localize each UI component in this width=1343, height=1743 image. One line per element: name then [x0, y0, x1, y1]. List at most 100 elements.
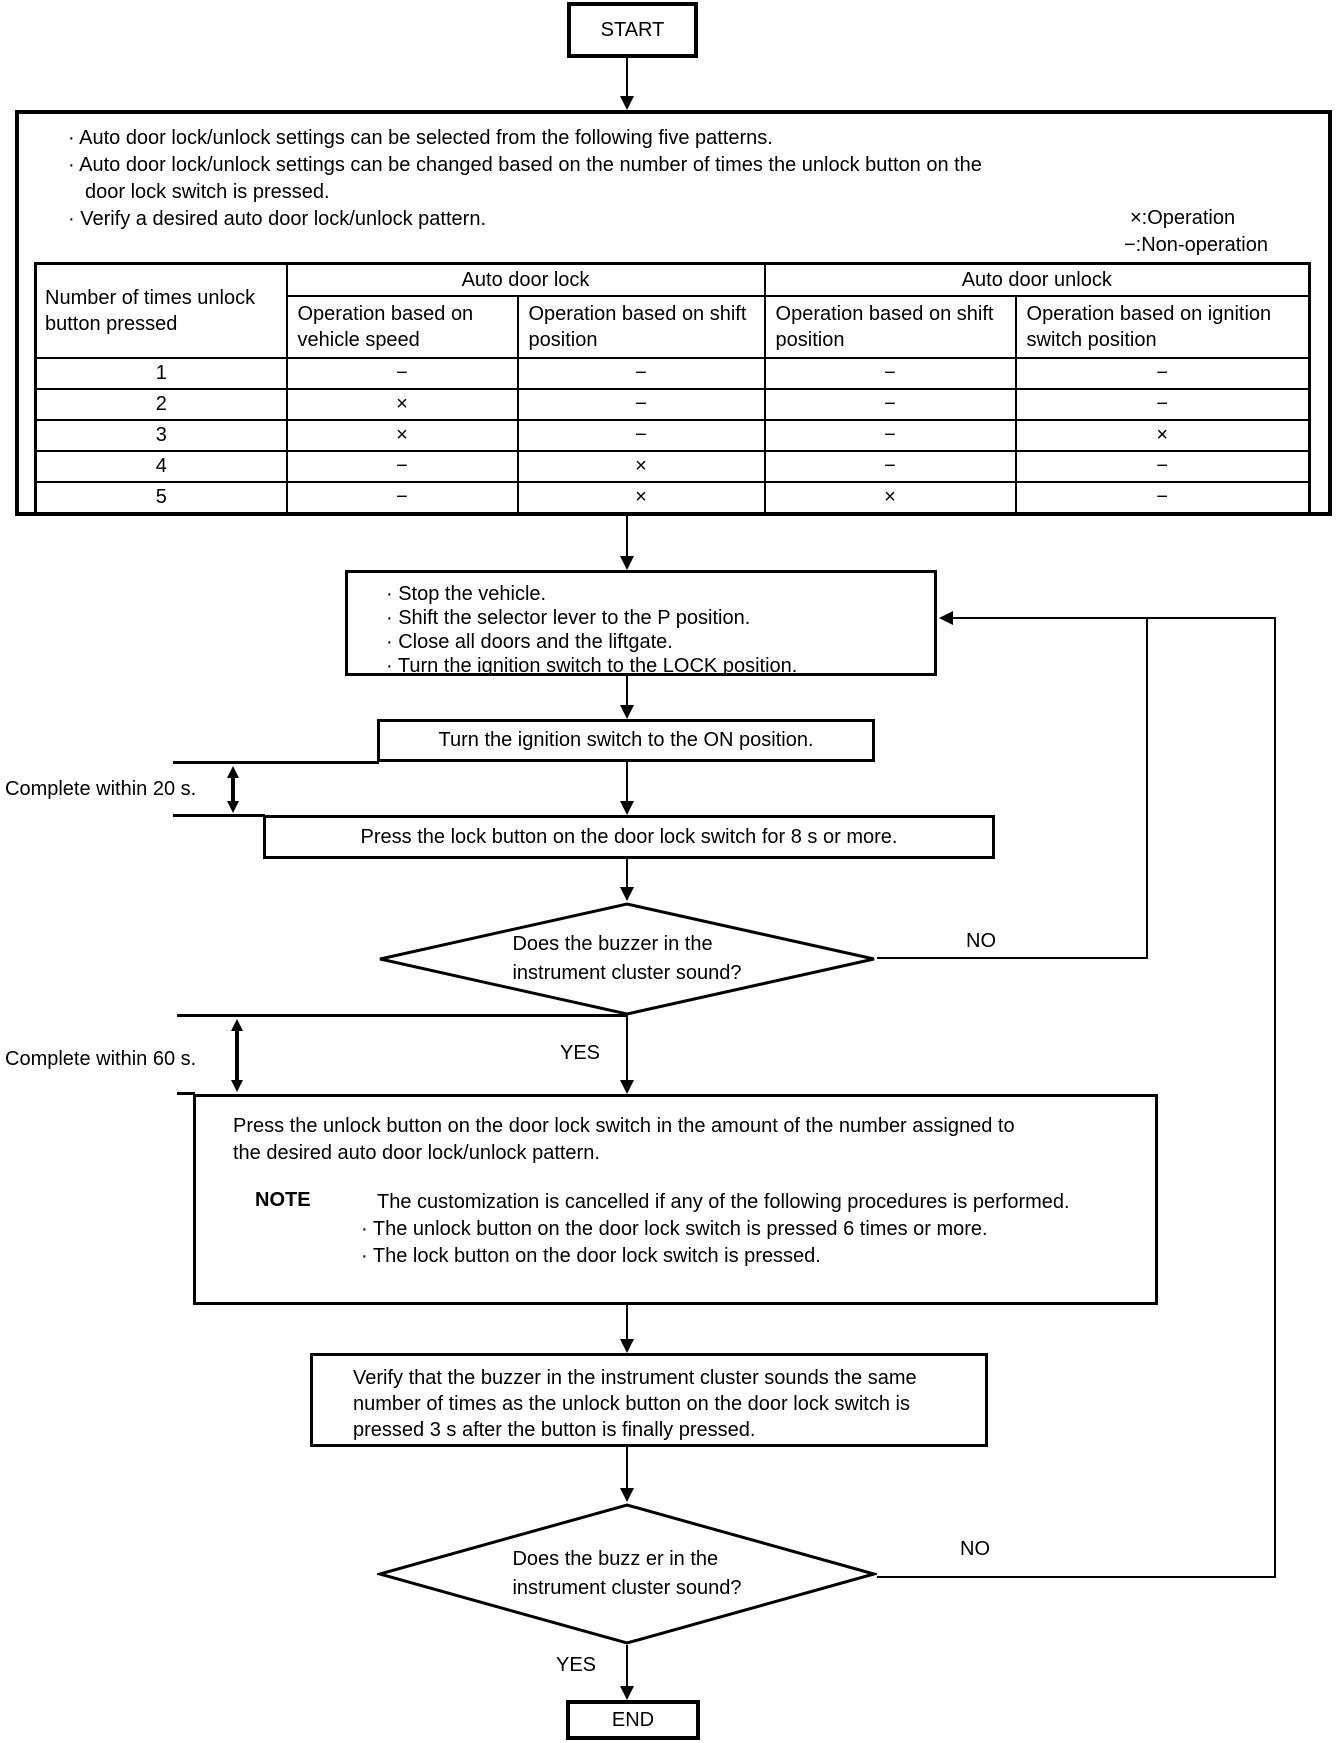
press-unlock-note-box: Press the unlock button on the door lock…: [193, 1094, 1158, 1305]
arrow-up-icon: [231, 1019, 243, 1031]
table-sub-header: Operation based on ignition switch posit…: [1014, 295, 1311, 359]
connector-line: [626, 516, 628, 558]
table-cell: 2: [34, 388, 288, 421]
timer60-top-rule: [177, 1014, 628, 1017]
arrow-down-icon: [620, 705, 634, 719]
arrow-left-icon: [939, 611, 953, 625]
ignition-on-box: Turn the ignition switch to the ON posit…: [377, 719, 875, 762]
end-terminator: END: [566, 1700, 700, 1740]
no1-line: [877, 957, 1147, 959]
table-group-header-unlock: Auto door unlock: [763, 262, 1311, 297]
decision-2-line-2: instrument cluster sound?: [512, 1577, 742, 1599]
table-cell: 5: [34, 481, 288, 515]
table-row: 1 − − − −: [34, 357, 1311, 390]
decision-2-line-1: Does the buzz er in the: [512, 1548, 719, 1570]
arrow-down-icon: [620, 1339, 634, 1353]
table-sub-header: Operation based on vehicle speed: [285, 295, 519, 359]
timer20-span-line: [231, 775, 235, 804]
note-bullet: · The unlock button on the door lock swi…: [361, 1218, 988, 1240]
table-cell: ×: [516, 450, 766, 483]
arrow-down-icon: [620, 1686, 634, 1700]
arrow-down-icon: [620, 1080, 634, 1094]
timer60-label: Complete within 60 s.: [5, 1048, 197, 1070]
connector-line: [626, 762, 628, 803]
table-cell: −: [285, 450, 519, 483]
arrow-down-icon: [620, 801, 634, 815]
table-header-row-groups: Number of times unlock button pressed Au…: [34, 262, 1311, 359]
table-cell: −: [285, 481, 519, 515]
no2-return-line: [1274, 617, 1276, 1578]
table-row: 5 − × × −: [34, 481, 1311, 515]
press-lock-box: Press the lock button on the door lock s…: [263, 815, 995, 859]
table-cell: ×: [763, 481, 1017, 515]
connector-line: [626, 676, 628, 707]
table-cell: −: [285, 357, 519, 390]
feedback-top-line: [951, 617, 1276, 619]
timer60-span-line: [235, 1028, 239, 1082]
ignition-on-label: Turn the ignition switch to the ON posit…: [438, 729, 814, 751]
decision-1-line-2: instrument cluster sound?: [512, 962, 742, 984]
table-group-header-lock: Auto door lock: [285, 262, 766, 297]
table-cell: −: [763, 388, 1017, 421]
timer60-bottom-rule: [177, 1092, 195, 1095]
arrow-down-icon: [227, 801, 239, 813]
table-cell: 1: [34, 357, 288, 390]
press-lock-label: Press the lock button on the door lock s…: [360, 825, 898, 848]
no1-return-line: [1146, 619, 1148, 959]
table-cell: −: [516, 388, 766, 421]
table-cell: −: [763, 450, 1017, 483]
table-cell: 4: [34, 450, 288, 483]
end-label: END: [611, 1708, 655, 1731]
intro-bullet-3: · Verify a desired auto door lock/unlock…: [68, 208, 487, 230]
verify-buzzer-text: Verify that the buzzer in the instrument…: [353, 1367, 917, 1441]
prepare-step: · Close all doors and the liftgate.: [386, 631, 673, 653]
arrow-down-icon: [231, 1080, 243, 1092]
connector-line: [626, 1645, 628, 1688]
table-cell: −: [763, 357, 1017, 390]
table-row: 3 × − − ×: [34, 419, 1311, 452]
yes-label-1: YES: [560, 1042, 601, 1064]
start-label: START: [600, 18, 665, 41]
intro-bullet-1: · Auto door lock/unlock settings can be …: [68, 127, 773, 149]
legend-non-operation: −:Non-operation: [1124, 234, 1268, 256]
prepare-step: · Shift the selector lever to the P posi…: [386, 607, 751, 629]
table-cell: ×: [285, 388, 519, 421]
note-label: NOTE: [255, 1189, 311, 1211]
connector-line: [626, 859, 628, 889]
start-terminator: START: [567, 2, 698, 58]
table-sub-header: Operation based on shift position: [516, 295, 766, 359]
table-cell: −: [1014, 388, 1311, 421]
table-cell: −: [763, 419, 1017, 452]
arrow-down-icon: [620, 1488, 634, 1502]
decision-1-label: Does the buzzer in the instrument cluste…: [377, 901, 877, 1017]
note-bullet: · The lock button on the door lock switc…: [361, 1245, 821, 1267]
decision-diamond-2: [377, 1503, 877, 1645]
prepare-vehicle-box: · Stop the vehicle. · Shift the selector…: [345, 570, 937, 677]
decision-2-label: Does the buzz er in the instrument clust…: [377, 1502, 877, 1646]
prepare-step: · Turn the ignition switch to the LOCK p…: [386, 655, 798, 677]
table-cell: −: [1014, 481, 1311, 515]
no2-line: [877, 1576, 1276, 1578]
table-row: 4 − × − −: [34, 450, 1311, 483]
timer20-bottom-rule: [173, 814, 265, 817]
table-cell: ×: [1014, 419, 1311, 452]
table-header-row-subs: Operation based on vehicle speed Operati…: [36, 295, 1311, 359]
verify-buzzer-box: Verify that the buzzer in the instrument…: [310, 1353, 988, 1447]
timer20-top-rule: [173, 761, 379, 764]
table-row: 2 × − − −: [34, 388, 1311, 421]
table-sub-header: Operation based on shift position: [763, 295, 1017, 359]
table-cell: ×: [285, 419, 519, 452]
press-unlock-text: Press the unlock button on the door lock…: [233, 1115, 1015, 1164]
arrow-down-icon: [620, 887, 634, 901]
yes-label-2: YES: [556, 1654, 597, 1676]
decision-1-line-1: Does the buzzer in the: [512, 933, 713, 955]
connector-line: [626, 58, 628, 100]
arrow-up-icon: [227, 766, 239, 778]
prepare-step: · Stop the vehicle.: [386, 583, 547, 605]
legend-operation: ×:Operation: [1130, 207, 1236, 229]
table-cell: −: [516, 357, 766, 390]
pattern-table: Number of times unlock button pressed Au…: [34, 262, 1312, 515]
connector-line: [626, 1305, 628, 1341]
table-corner-header: Number of times unlock button pressed: [34, 262, 288, 359]
